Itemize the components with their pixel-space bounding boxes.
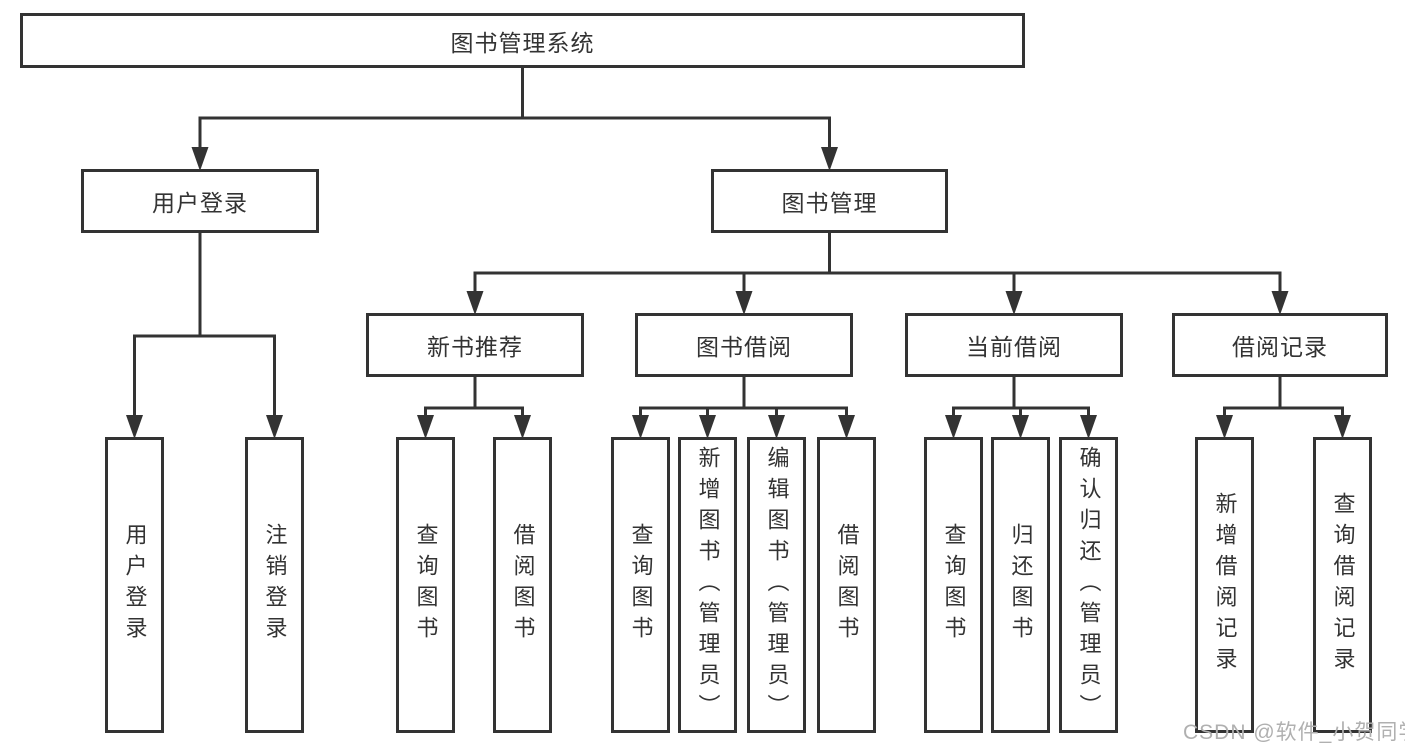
csdn-watermark: CSDN @软件_小贺同学	[1183, 721, 1405, 744]
leaf-query-books-recommend: 查询图书	[396, 437, 455, 733]
leaf-query-books-current: 查询图书	[924, 437, 983, 733]
node-book-borrow: 图书借阅	[635, 313, 853, 377]
leaf-return-book: 归还图书	[991, 437, 1050, 733]
leaf-return-book-label: 归还图书	[1008, 523, 1034, 647]
leaf-borrow-books-recommend: 借阅图书	[493, 437, 552, 733]
node-user-login: 用户登录	[81, 169, 319, 233]
leaf-add-borrow-record-label: 新增借阅记录	[1212, 492, 1238, 678]
leaf-edit-book-admin-label: 编辑图书（管理员）	[764, 445, 790, 725]
leaf-user-login: 用户登录	[105, 437, 164, 733]
leaf-borrow-books: 借阅图书	[817, 437, 876, 733]
leaf-query-books-borrow-label: 查询图书	[628, 523, 654, 647]
leaf-user-login-label: 用户登录	[122, 523, 148, 647]
leaf-confirm-return-admin: 确认归还（管理员）	[1059, 437, 1118, 733]
leaf-query-books-borrow: 查询图书	[611, 437, 670, 733]
node-new-book-recommend: 新书推荐	[366, 313, 584, 377]
leaf-add-book-admin: 新增图书（管理员）	[678, 437, 737, 733]
leaf-confirm-return-admin-label: 确认归还（管理员）	[1076, 445, 1102, 725]
leaf-add-borrow-record: 新增借阅记录	[1195, 437, 1254, 733]
leaf-add-book-admin-label: 新增图书（管理员）	[695, 445, 721, 725]
leaf-borrow-books-recommend-label: 借阅图书	[510, 523, 536, 647]
leaf-edit-book-admin: 编辑图书（管理员）	[747, 437, 806, 733]
leaf-borrow-books-label: 借阅图书	[834, 523, 860, 647]
leaf-logout: 注销登录	[245, 437, 304, 733]
node-root: 图书管理系统	[20, 13, 1025, 68]
leaf-query-borrow-record: 查询借阅记录	[1313, 437, 1372, 733]
leaf-query-books-recommend-label: 查询图书	[413, 523, 439, 647]
leaf-query-borrow-record-label: 查询借阅记录	[1330, 492, 1356, 678]
leaf-logout-label: 注销登录	[262, 523, 288, 647]
leaf-query-books-current-label: 查询图书	[941, 523, 967, 647]
node-book-management: 图书管理	[711, 169, 948, 233]
node-borrow-records: 借阅记录	[1172, 313, 1388, 377]
node-current-borrow: 当前借阅	[905, 313, 1123, 377]
